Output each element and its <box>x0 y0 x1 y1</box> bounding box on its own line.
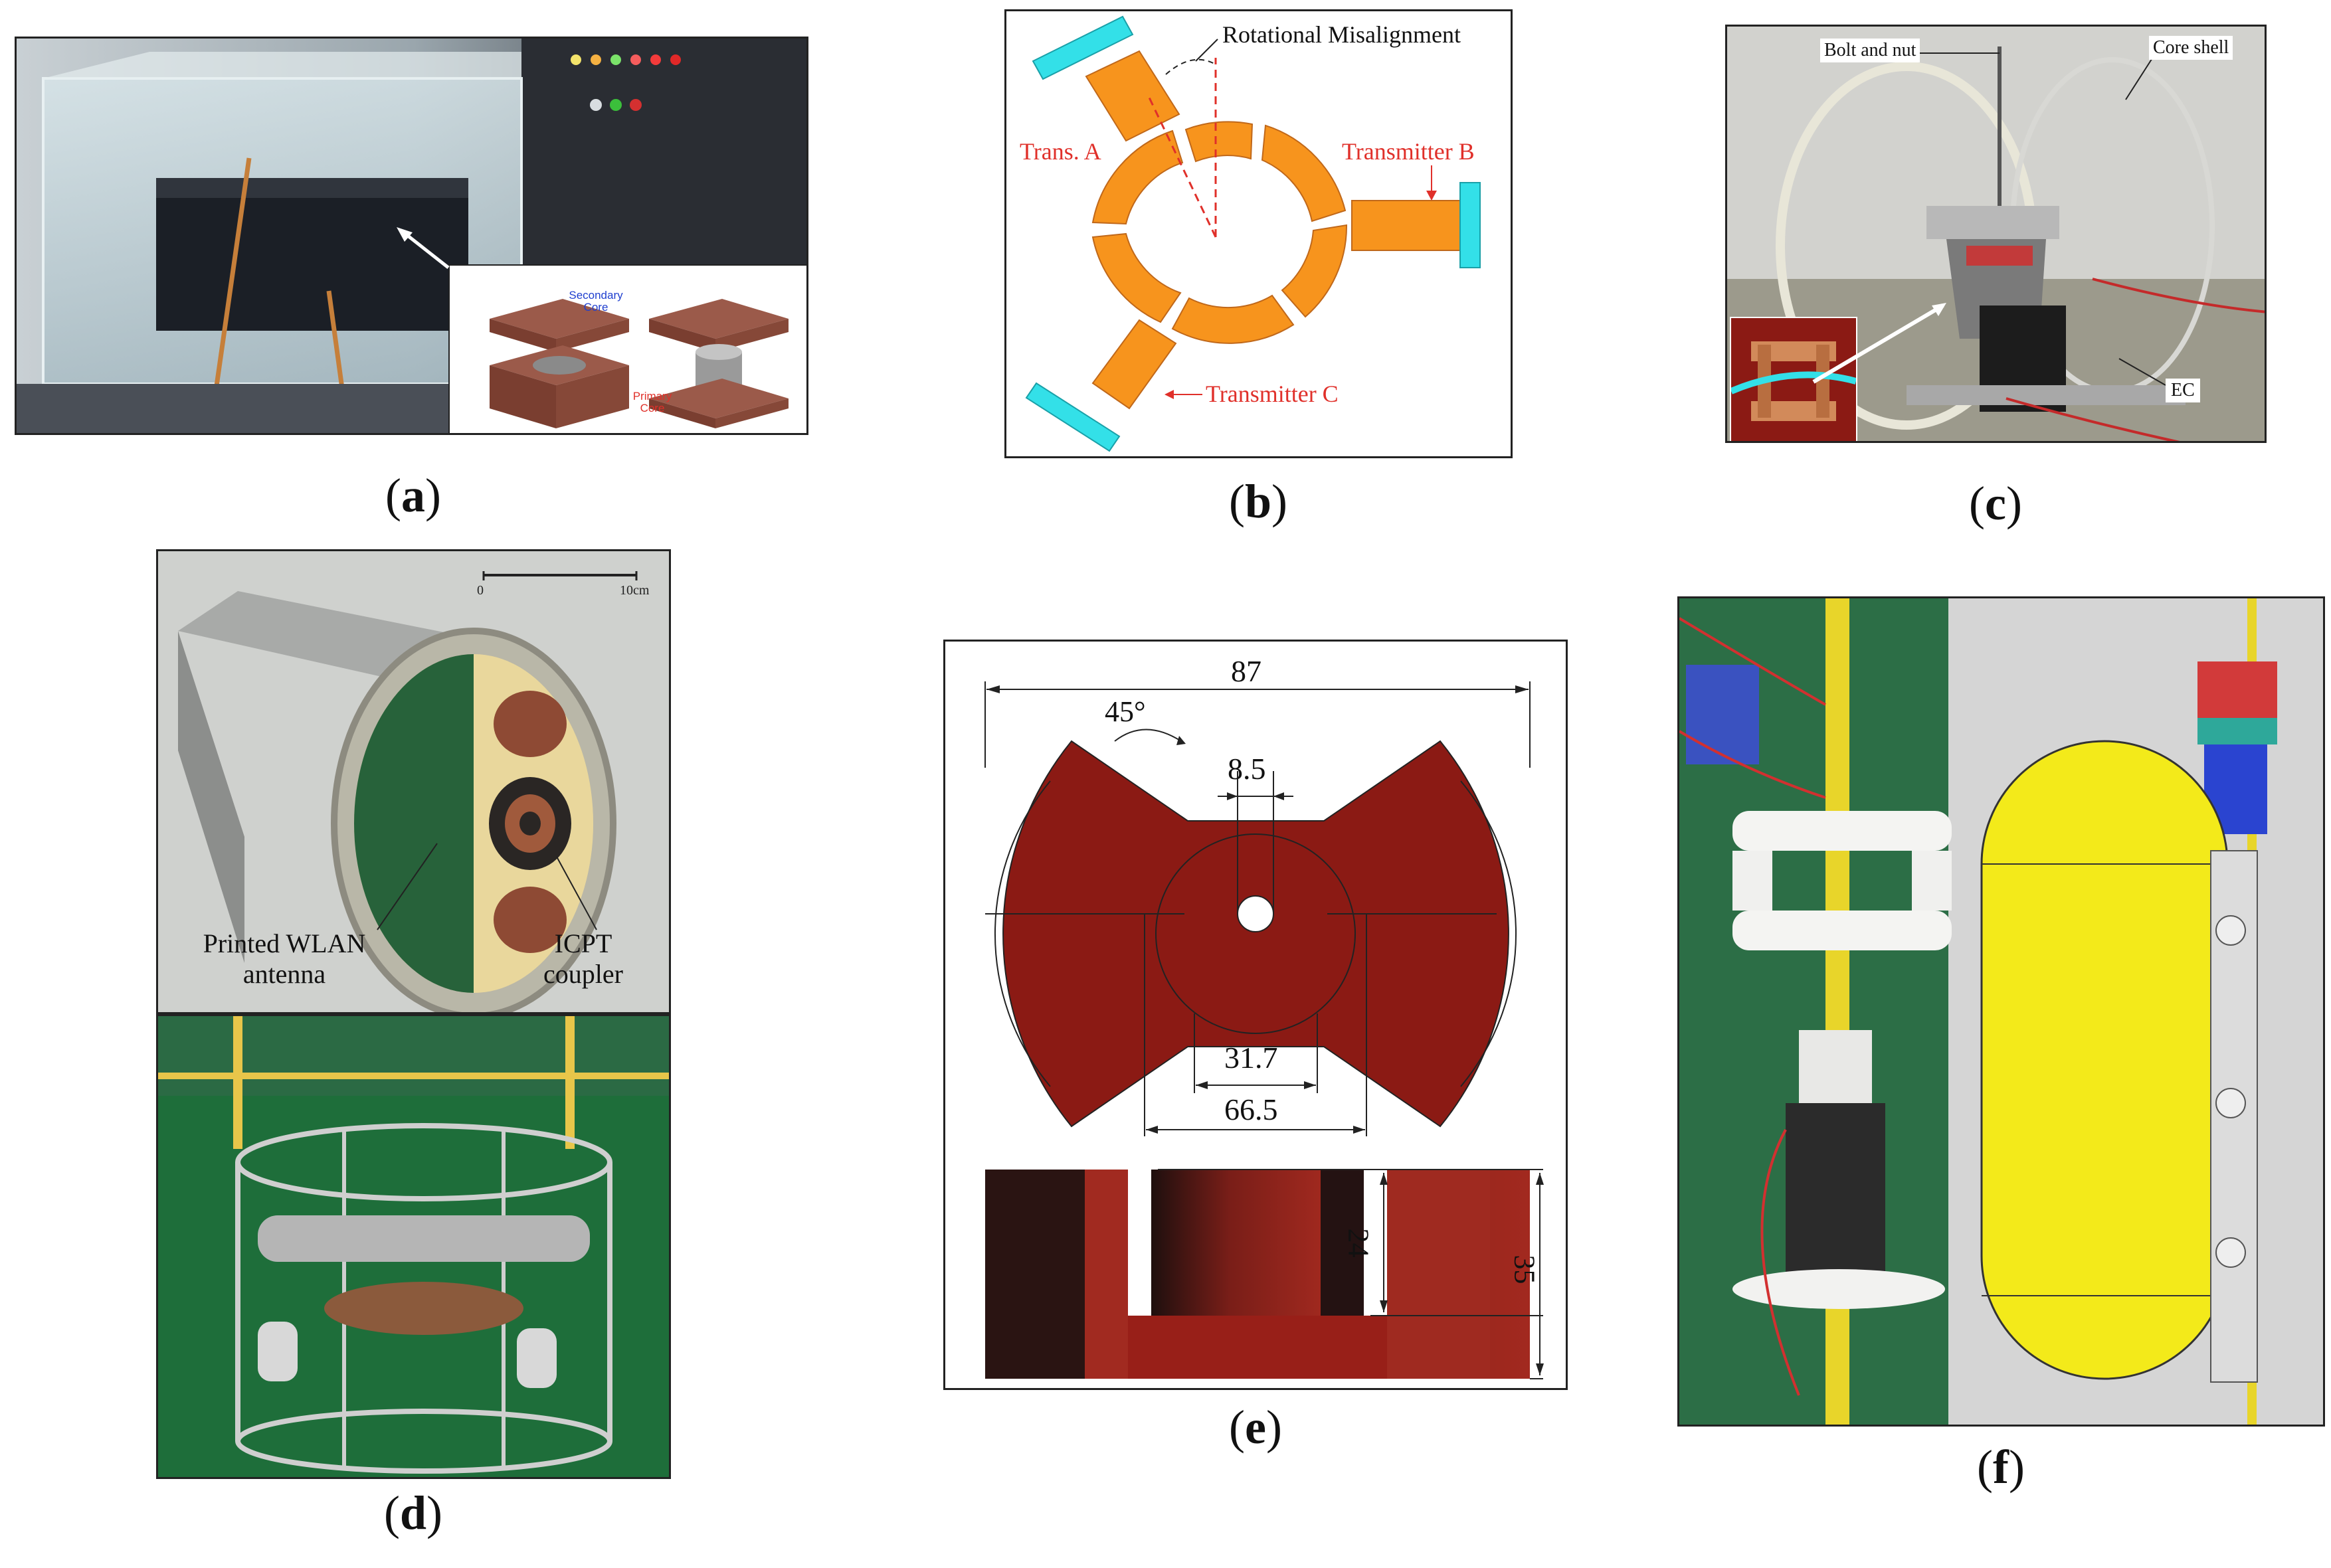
panel-d-photo-bottom <box>156 1014 671 1479</box>
panel-a-photo: Secondary Core Primary Core <box>15 37 808 435</box>
panel-c-photo: Bolt and nut Core shell EC <box>1725 25 2267 443</box>
panel-e-drawing: 87 45° 8.5 31.7 66.5 24 35 <box>943 640 1568 1390</box>
core-inset: Secondary Core Primary Core <box>448 264 806 433</box>
panel-f: (f) <box>1677 596 2325 1494</box>
trans-c-label: Transmitter C <box>1206 381 1339 407</box>
panel-f-photo <box>1677 596 2325 1427</box>
dim-slot: 8.5 <box>1228 752 1266 786</box>
trans-a-label: Trans. A <box>1020 138 1101 165</box>
panel-d-photo-top: 0 10cm Printed WLAN antenna ICPT coupler <box>156 549 671 1014</box>
coil-inset <box>1730 317 1857 441</box>
dim-depth: 24 <box>1342 1228 1375 1258</box>
caption-b: (b) <box>1228 475 1287 528</box>
ec-label: EC <box>2166 379 2200 402</box>
dim-outer: 66.5 <box>1224 1092 1278 1126</box>
panel-c: Bolt and nut Core shell EC (c) <box>1725 25 2267 530</box>
caption-e: (e) <box>1229 1401 1282 1454</box>
primary-core-label: Primary Core <box>632 390 672 414</box>
antenna-label-line1: Printed WLAN <box>203 928 366 958</box>
misalignment-label: Rotational Misalignment <box>1222 21 1461 48</box>
transmitter-c <box>1025 319 1177 452</box>
antenna-label-line2: antenna <box>242 959 326 989</box>
coupler-label-line1: ICPT <box>554 928 612 958</box>
panel-a: Secondary Core Primary Core (a) <box>15 37 808 522</box>
trans-b-label: Transmitter B <box>1342 138 1475 165</box>
core-top-view <box>1002 740 1509 1128</box>
caption-c: (c) <box>1969 477 2022 530</box>
dim-height: 35 <box>1508 1255 1541 1284</box>
dim-width: 87 <box>1231 654 1261 688</box>
scale-zero-label: 0 <box>477 583 484 598</box>
panel-b-diagram: Rotational Misalignment Trans. A Transmi… <box>1004 9 1513 458</box>
secondary-core-label: Secondary Core <box>569 289 623 313</box>
scale-end-label: 10cm <box>620 583 650 598</box>
core-shell-label: Core shell <box>2149 36 2233 60</box>
transmitter-a <box>1032 15 1180 142</box>
coupler-label-line2: coupler <box>543 959 623 989</box>
transmitter-b <box>1351 182 1481 268</box>
bolt-nut-label: Bolt and nut <box>1820 39 1920 62</box>
caption-d: (d) <box>383 1486 442 1539</box>
panel-d: 0 10cm Printed WLAN antenna ICPT coupler <box>156 549 671 1539</box>
antenna-label: Printed WLAN antenna <box>185 928 384 990</box>
panel-b: Rotational Misalignment Trans. A Transmi… <box>1004 9 1513 528</box>
dim-inner: 31.7 <box>1224 1041 1278 1075</box>
caption-f: (f) <box>1977 1440 2025 1494</box>
panel-e: 87 45° 8.5 31.7 66.5 24 35 (e) <box>943 640 1568 1454</box>
dim-angle: 45° <box>1105 695 1146 728</box>
caption-a: (a) <box>385 469 441 522</box>
ring-core <box>1091 121 1348 344</box>
coupler-label: ICPT coupler <box>517 928 650 990</box>
